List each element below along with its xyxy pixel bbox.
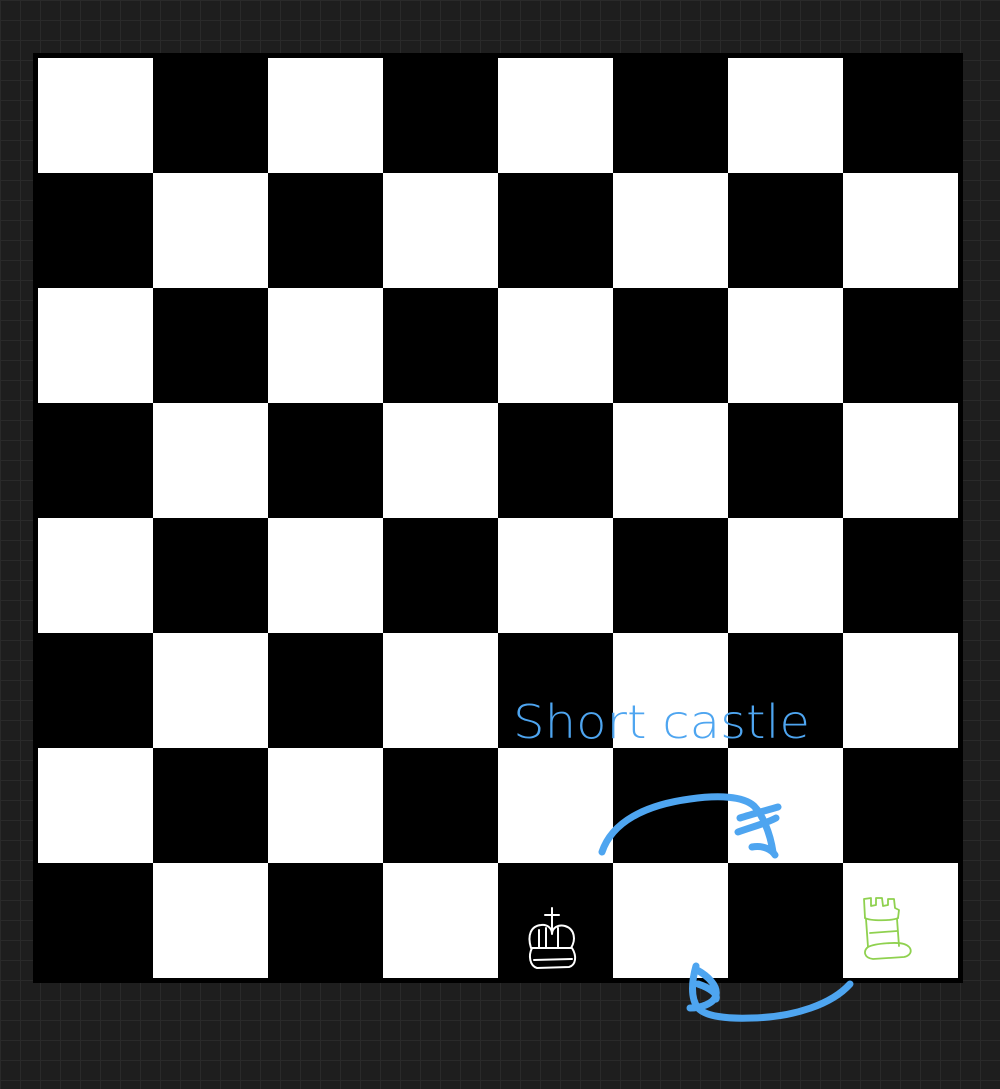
square-e8[interactable] — [498, 58, 613, 173]
square-e3[interactable] — [498, 633, 613, 748]
chessboard — [38, 58, 958, 978]
square-d4[interactable] — [383, 518, 498, 633]
square-d5[interactable] — [383, 403, 498, 518]
square-g7[interactable] — [728, 173, 843, 288]
square-a1[interactable] — [38, 863, 153, 978]
square-g3[interactable] — [728, 633, 843, 748]
square-g4[interactable] — [728, 518, 843, 633]
square-d3[interactable] — [383, 633, 498, 748]
square-a2[interactable] — [38, 748, 153, 863]
square-h3[interactable] — [843, 633, 958, 748]
square-g2[interactable] — [728, 748, 843, 863]
square-e7[interactable] — [498, 173, 613, 288]
square-b8[interactable] — [153, 58, 268, 173]
square-f4[interactable] — [613, 518, 728, 633]
square-b5[interactable] — [153, 403, 268, 518]
square-c3[interactable] — [268, 633, 383, 748]
square-c4[interactable] — [268, 518, 383, 633]
square-b1[interactable] — [153, 863, 268, 978]
square-f5[interactable] — [613, 403, 728, 518]
square-c8[interactable] — [268, 58, 383, 173]
square-d7[interactable] — [383, 173, 498, 288]
square-b6[interactable] — [153, 288, 268, 403]
square-a7[interactable] — [38, 173, 153, 288]
rook-castle-arrow[interactable] — [686, 962, 854, 1022]
square-f7[interactable] — [613, 173, 728, 288]
square-h4[interactable] — [843, 518, 958, 633]
square-b4[interactable] — [153, 518, 268, 633]
square-e5[interactable] — [498, 403, 613, 518]
square-b2[interactable] — [153, 748, 268, 863]
square-a8[interactable] — [38, 58, 153, 173]
square-c1[interactable] — [268, 863, 383, 978]
square-b3[interactable] — [153, 633, 268, 748]
square-d6[interactable] — [383, 288, 498, 403]
square-h8[interactable] — [843, 58, 958, 173]
square-h5[interactable] — [843, 403, 958, 518]
square-f3[interactable] — [613, 633, 728, 748]
square-c5[interactable] — [268, 403, 383, 518]
square-h1[interactable] — [843, 863, 958, 978]
square-c2[interactable] — [268, 748, 383, 863]
square-f8[interactable] — [613, 58, 728, 173]
square-c6[interactable] — [268, 288, 383, 403]
square-a4[interactable] — [38, 518, 153, 633]
square-h7[interactable] — [843, 173, 958, 288]
square-e1[interactable] — [498, 863, 613, 978]
square-a6[interactable] — [38, 288, 153, 403]
square-h6[interactable] — [843, 288, 958, 403]
square-g8[interactable] — [728, 58, 843, 173]
square-d8[interactable] — [383, 58, 498, 173]
square-d2[interactable] — [383, 748, 498, 863]
square-g6[interactable] — [728, 288, 843, 403]
square-a5[interactable] — [38, 403, 153, 518]
square-e4[interactable] — [498, 518, 613, 633]
square-b7[interactable] — [153, 173, 268, 288]
king-castle-arrow[interactable] — [598, 793, 782, 859]
square-f1[interactable] — [613, 863, 728, 978]
square-f6[interactable] — [613, 288, 728, 403]
square-a3[interactable] — [38, 633, 153, 748]
square-e2[interactable] — [498, 748, 613, 863]
square-d1[interactable] — [383, 863, 498, 978]
square-g5[interactable] — [728, 403, 843, 518]
king-icon[interactable] — [528, 907, 577, 969]
square-h2[interactable] — [843, 748, 958, 863]
square-e6[interactable] — [498, 288, 613, 403]
square-c7[interactable] — [268, 173, 383, 288]
square-g1[interactable] — [728, 863, 843, 978]
short-castle-label: Short castle — [513, 695, 810, 749]
rook-icon[interactable] — [863, 897, 912, 960]
